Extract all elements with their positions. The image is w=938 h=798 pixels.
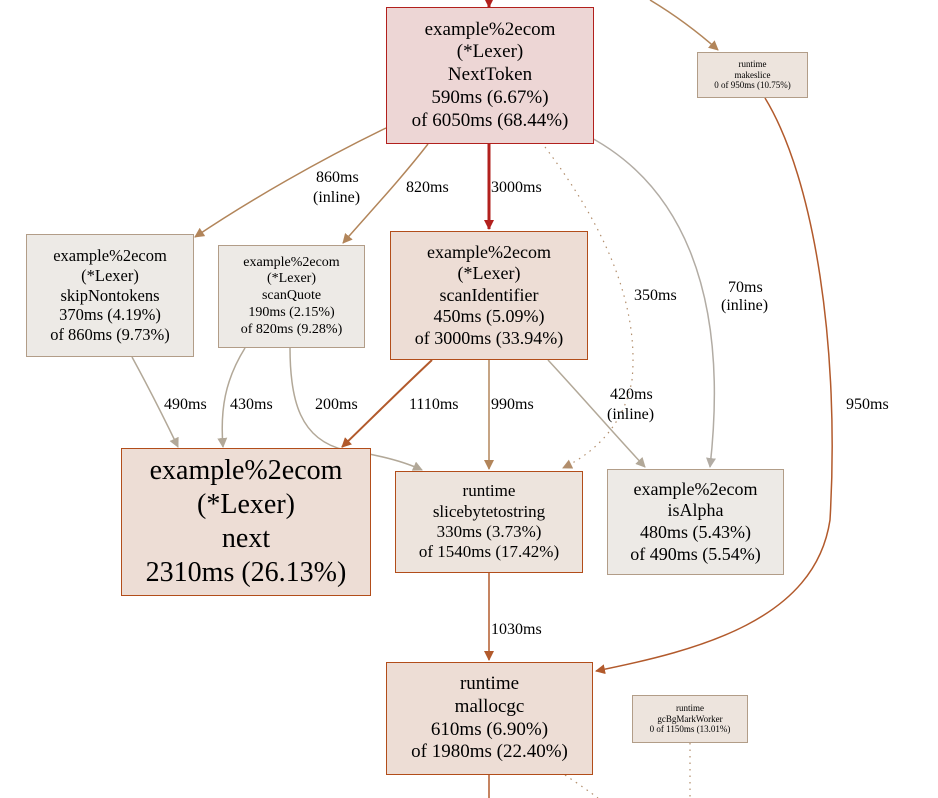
node-gc-bg-mark-worker[interactable]: runtime gcBgMarkWorker 0 of 1150ms (13.0…	[632, 695, 748, 743]
node-scan-identifier-pkg: example%2ecom	[427, 241, 551, 262]
node-scan-identifier[interactable]: example%2ecom (*Lexer) scanIdentifier 45…	[390, 231, 588, 360]
node-makeslice-func: makeslice	[734, 69, 771, 80]
node-next-pkg: example%2ecom	[149, 454, 343, 486]
node-mallocgc[interactable]: runtime mallocgc 610ms (6.90%) of 1980ms…	[386, 662, 593, 775]
node-mallocgc-pkg: runtime	[459, 672, 520, 694]
node-gc-bg-mark-worker-func: gcBgMarkWorker	[657, 713, 723, 724]
edge-next-token-to-scan-quote	[342, 143, 429, 244]
edge-label-alpha-weight: 70ms	[728, 279, 763, 296]
edge-label-quote-weight: 820ms	[406, 179, 449, 196]
node-next-token-func: NextToken	[447, 64, 533, 86]
edge-label-skip-note: (inline)	[313, 189, 360, 206]
node-is-alpha[interactable]: example%2ecom isAlpha 480ms (5.43%) of 4…	[607, 469, 784, 575]
node-slicebytetostring-cum: of 1540ms (17.42%)	[418, 542, 560, 562]
node-slicebytetostring-pkg: runtime	[462, 481, 516, 501]
node-next-token[interactable]: example%2ecom (*Lexer) NextToken 590ms (…	[386, 7, 594, 144]
node-gc-bg-mark-worker-pkg: runtime	[676, 702, 704, 713]
node-is-alpha-func: isAlpha	[667, 500, 724, 521]
node-skip-nontokens[interactable]: example%2ecom (*Lexer) skipNontokens 370…	[26, 234, 194, 357]
node-skip-nontokens-cum: of 860ms (9.73%)	[50, 325, 170, 345]
edge-label-slice-dotted-weight: 350ms	[634, 287, 677, 304]
edge-label-ident-weight: 3000ms	[491, 179, 542, 196]
edge-label-slice-malloc-weight: 1030ms	[491, 621, 542, 638]
edge-scan-quote-to-next	[217, 347, 246, 448]
edge-label-malloc-long-weight: 950ms	[846, 396, 889, 413]
edge-label-skip-weight: 860ms	[316, 169, 359, 186]
node-scan-quote-cum: of 820ms (9.28%)	[240, 321, 343, 337]
edge-label-ident-slice-weight: 990ms	[491, 396, 534, 413]
edge-next-token-to-is-alpha	[579, 131, 716, 468]
node-gc-bg-mark-worker-cum: 0 of 1150ms (13.01%)	[649, 724, 731, 735]
node-next-func: next	[221, 523, 271, 554]
node-skip-nontokens-func: skipNontokens	[60, 285, 160, 305]
node-next-token-cum: of 6050ms (68.44%)	[411, 109, 569, 131]
edge-label-alpha-note: (inline)	[721, 297, 768, 314]
edge-next-token-to-skip-nontokens	[194, 127, 387, 238]
node-is-alpha-cum: of 490ms (5.54%)	[630, 543, 761, 564]
node-makeslice[interactable]: runtime makeslice 0 of 950ms (10.75%)	[697, 52, 808, 98]
node-makeslice-cum: 0 of 950ms (10.75%)	[714, 80, 791, 91]
node-skip-nontokens-recv: (*Lexer)	[81, 265, 139, 285]
node-next[interactable]: example%2ecom (*Lexer) next 2310ms (26.1…	[121, 448, 371, 596]
edge-makeslice-to-mallocgc	[595, 97, 833, 675]
edge-scan-identifier-to-is-alpha	[547, 359, 646, 468]
edge-label-ident-alpha-note: (inline)	[607, 406, 654, 423]
node-scan-identifier-func: scanIdentifier	[439, 284, 539, 305]
node-next-token-recv: (*Lexer)	[456, 41, 524, 63]
edge-label-ident-next-weight: 1110ms	[409, 396, 458, 413]
node-next-token-flat: 590ms (6.67%)	[431, 86, 549, 108]
node-next-token-pkg: example%2ecom	[424, 18, 556, 40]
edge-label-quote-slice-weight: 200ms	[315, 396, 358, 413]
edge-scan-identifier-to-next	[341, 359, 433, 448]
node-scan-quote-recv: (*Lexer)	[267, 271, 316, 287]
node-mallocgc-func: mallocgc	[454, 695, 525, 717]
node-makeslice-pkg: runtime	[738, 58, 767, 69]
edge-mallocgc-outgoing-dotted	[564, 774, 599, 798]
node-slicebytetostring[interactable]: runtime slicebytetostring 330ms (3.73%) …	[395, 471, 583, 573]
node-scan-quote-func: scanQuote	[261, 288, 322, 304]
node-scan-identifier-recv: (*Lexer)	[457, 263, 521, 284]
node-mallocgc-flat: 610ms (6.90%)	[430, 718, 549, 740]
node-is-alpha-flat: 480ms (5.43%)	[640, 522, 751, 542]
node-scan-quote-pkg: example%2ecom	[243, 254, 340, 270]
node-next-flat: 2310ms (26.13%)	[145, 557, 347, 589]
edge-incoming-makeslice	[649, 0, 719, 51]
node-slicebytetostring-func: slicebytetostring	[432, 501, 546, 521]
node-slicebytetostring-flat: 330ms (3.73%)	[436, 522, 542, 541]
node-mallocgc-cum: of 1980ms (22.40%)	[411, 741, 568, 763]
edge-label-quote-next-weight: 430ms	[230, 396, 273, 413]
edge-label-ident-alpha-weight: 420ms	[610, 386, 653, 403]
node-is-alpha-pkg: example%2ecom	[633, 478, 758, 499]
node-scan-identifier-flat: 450ms (5.09%)	[433, 306, 545, 327]
node-skip-nontokens-pkg: example%2ecom	[53, 246, 167, 265]
node-scan-identifier-cum: of 3000ms (33.94%)	[414, 327, 564, 348]
node-scan-quote-flat: 190ms (2.15%)	[248, 304, 335, 320]
node-scan-quote[interactable]: example%2ecom (*Lexer) scanQuote 190ms (…	[218, 245, 365, 348]
edge-skip-nontokens-to-next	[131, 356, 179, 448]
node-next-recv: (*Lexer)	[197, 488, 295, 520]
edge-label-skip-next-weight: 490ms	[164, 396, 207, 413]
node-skip-nontokens-flat: 370ms (4.19%)	[59, 305, 161, 325]
